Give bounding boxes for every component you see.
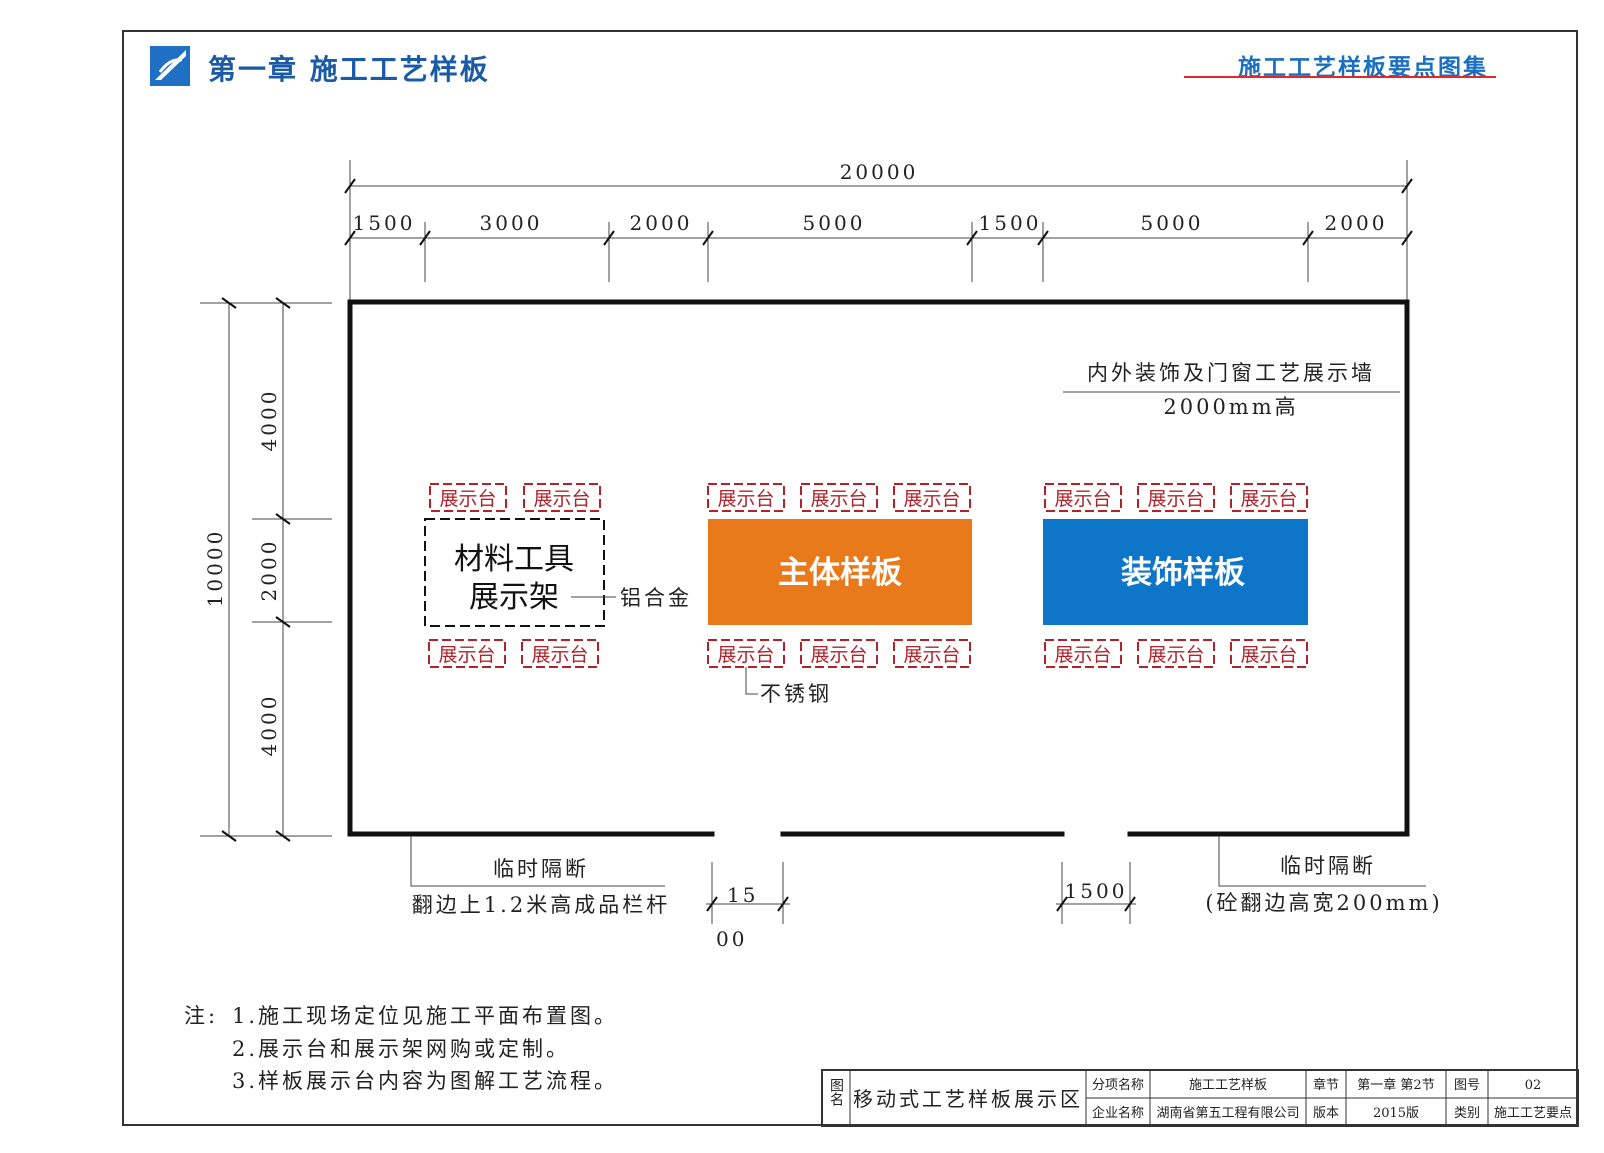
display-stand-label: 展示台 [717, 644, 774, 666]
tb-section-label: 章节 [1313, 1077, 1339, 1093]
title-block [821, 1069, 1579, 1127]
tb-category: 施工工艺样板 [1189, 1078, 1267, 1093]
dim-seg-1: 1500 [353, 211, 416, 235]
display-stand-label: 展示台 [1054, 644, 1111, 666]
tb-drawing-name: 移动式工艺样板展示区 [853, 1087, 1083, 1111]
dim-seg-7: 2000 [1325, 211, 1388, 235]
left-door-dimension [706, 862, 790, 924]
display-stand: 展示台 [521, 639, 599, 668]
display-stands: 展示台 展示台 展示台 展示台 展示台 展示台 展示台 展示台 展示台 展示台 … [428, 483, 1308, 668]
main-sample-block [708, 519, 972, 625]
dim-height-seg-3: 4000 [257, 694, 281, 757]
right-partition-leader [1218, 836, 1426, 887]
right-door-dim: 1500 [1065, 879, 1128, 903]
tb-section: 第一章 第2节 [1357, 1077, 1434, 1093]
display-stand: 展示台 [1137, 483, 1215, 512]
tb-category-label: 分项名称 [1092, 1077, 1144, 1093]
decoration-sample-block [1043, 519, 1308, 625]
left-partition-label: 临时隔断 [493, 857, 589, 881]
display-stand-label: 展示台 [717, 488, 774, 510]
right-door-dimension-ticks [1056, 896, 1136, 912]
right-partition-label: 临时隔断 [1280, 854, 1376, 878]
left-partition-note: 翻边上1.2米高成品栏杆 [412, 893, 670, 917]
tb-figure-no: 02 [1525, 1078, 1542, 1093]
dim-seg-5: 1500 [979, 211, 1042, 235]
display-stand-label: 展示台 [903, 488, 960, 510]
right-partition-note: (砼翻边高宽200mm) [1205, 891, 1442, 915]
display-stand-label: 展示台 [531, 644, 588, 666]
left-partition-leader [410, 836, 665, 887]
display-stand-label: 展示台 [810, 644, 867, 666]
display-stand-label: 展示台 [903, 644, 960, 666]
material-tool-rack: 材料工具 展示架 [424, 518, 605, 627]
display-stand: 展示台 [429, 483, 507, 512]
wall-label: 内外装饰及门窗工艺展示墙 [1087, 361, 1375, 385]
rack-material-label: 铝合金 [620, 586, 692, 610]
dim-height-seg-1: 4000 [257, 389, 281, 452]
rack-label-line1: 材料工具 [454, 542, 574, 577]
left-dimensions [200, 302, 332, 837]
main-sample-label: 主体样板 [778, 555, 902, 591]
display-stand-label: 展示台 [810, 488, 867, 510]
display-stand: 展示台 [1044, 483, 1122, 512]
note-item: 1.施工现场定位见施工平面布置图。 [232, 1004, 618, 1028]
left-door-dim-part1: 15 [727, 883, 758, 907]
display-stand-label: 展示台 [1054, 488, 1111, 510]
note-item: 2.展示台和展示架网购或定制。 [232, 1037, 570, 1061]
display-stand-label: 展示台 [1147, 488, 1204, 510]
tb-type: 施工工艺要点 [1494, 1106, 1572, 1121]
top-dimensions [349, 160, 1408, 300]
notes-prefix: 注: [184, 1004, 218, 1028]
left-door-dimension-ticks [706, 896, 789, 912]
tb-drawing-name-label: 图名 [828, 1078, 844, 1106]
display-stand: 展示台 [893, 639, 971, 668]
display-stand-label: 展示台 [439, 488, 496, 510]
stand-material-leader [745, 667, 758, 695]
tb-company-label: 企业名称 [1092, 1105, 1144, 1121]
display-stand: 展示台 [800, 483, 878, 512]
tb-figure-no-label: 图号 [1454, 1078, 1480, 1093]
display-stand: 展示台 [1230, 483, 1308, 512]
tb-type-label: 类别 [1454, 1106, 1480, 1121]
display-stand: 展示台 [707, 483, 785, 512]
stand-material-label: 不锈钢 [760, 682, 832, 706]
enclosure-wall [347, 299, 1410, 837]
chapter-title: 第一章 施工工艺样板 [208, 53, 490, 86]
dim-seg-4: 5000 [803, 211, 866, 235]
dim-height-seg-2: 2000 [257, 539, 281, 602]
dim-total-height: 10000 [203, 529, 227, 608]
display-stand-label: 展示台 [1240, 644, 1297, 666]
dim-seg-6: 5000 [1141, 211, 1204, 235]
display-stand: 展示台 [707, 639, 785, 668]
note-item: 3.样板展示台内容为图解工艺流程。 [232, 1069, 618, 1093]
tb-company: 湖南省第五工程有限公司 [1156, 1105, 1299, 1121]
book-title-underline [1184, 76, 1496, 78]
display-stand: 展示台 [1137, 639, 1215, 668]
tb-version: 2015版 [1373, 1106, 1419, 1121]
tb-version-label: 版本 [1313, 1106, 1339, 1121]
rack-label-line2: 展示架 [469, 580, 559, 615]
left-dimension-ticks [221, 297, 291, 842]
display-stand-label: 展示台 [1240, 488, 1297, 510]
wall-height-label: 2000mm高 [1163, 395, 1298, 419]
display-stand: 展示台 [1044, 639, 1122, 668]
display-stand-label: 展示台 [1147, 644, 1204, 666]
left-door-dim-part2: 00 [716, 927, 747, 951]
display-stand-label: 展示台 [533, 488, 590, 510]
top-dimension-ticks [344, 178, 1413, 246]
display-stand: 展示台 [1230, 639, 1308, 668]
display-stand: 展示台 [428, 639, 506, 668]
display-stand: 展示台 [893, 483, 971, 512]
decoration-sample-label: 装饰样板 [1121, 555, 1245, 591]
display-stand: 展示台 [800, 639, 878, 668]
display-stand: 展示台 [523, 483, 601, 512]
right-door-dimension [1056, 862, 1136, 924]
dim-total-width: 20000 [840, 160, 919, 184]
company-logo-icon [150, 46, 190, 86]
dim-seg-3: 2000 [630, 211, 693, 235]
display-stand-label: 展示台 [438, 644, 495, 666]
dim-seg-2: 3000 [480, 211, 543, 235]
